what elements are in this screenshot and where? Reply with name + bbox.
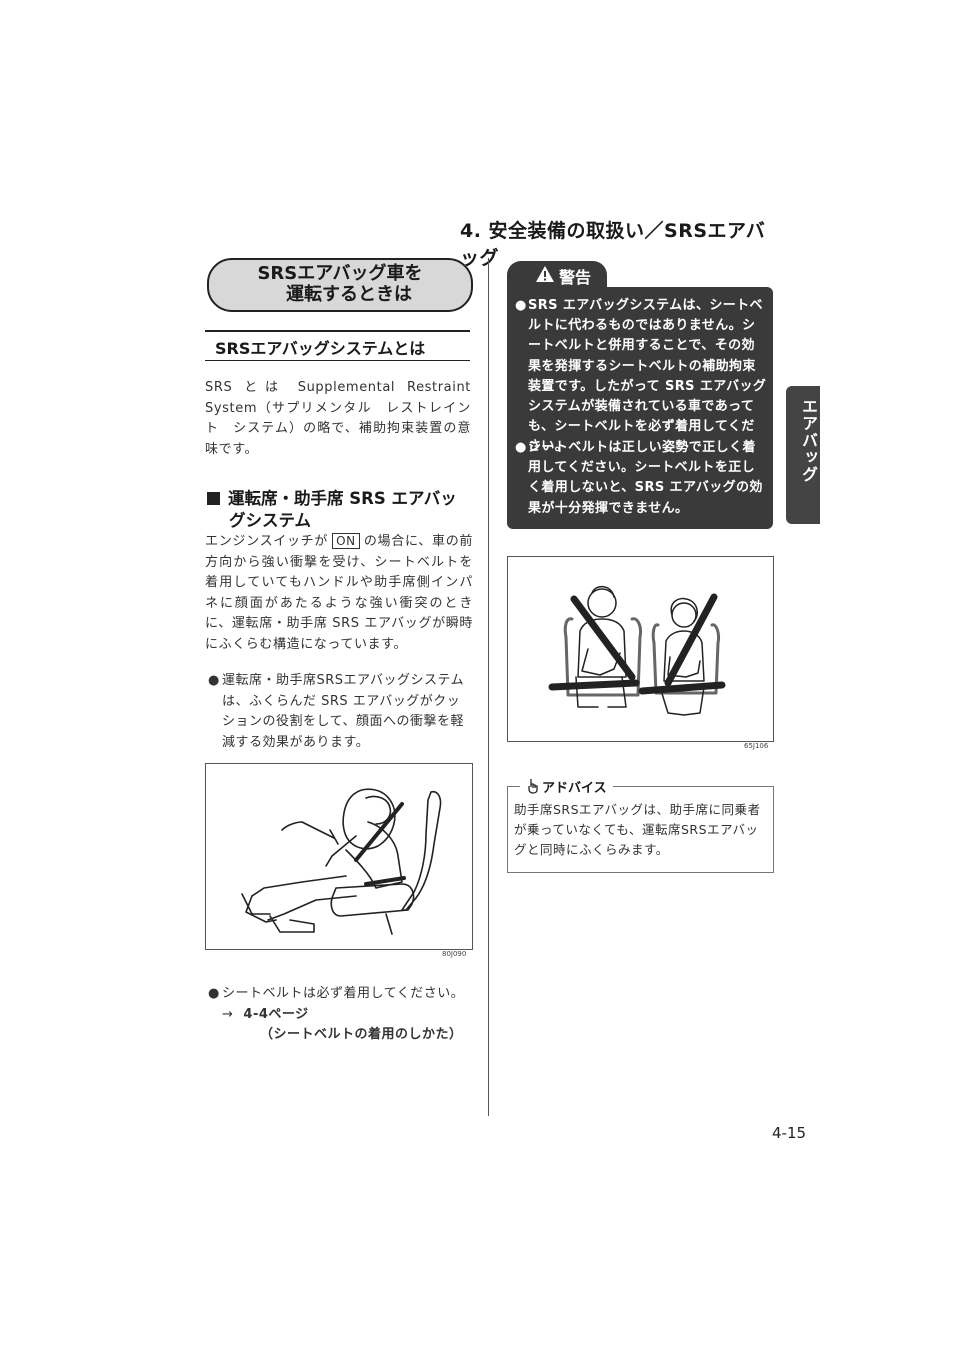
warning-tab: 警告 <box>507 261 607 289</box>
warning-item: ● SRS エアバッグシステムは、シートベルトに代わるものではありません。シート… <box>515 296 767 458</box>
side-tab-label: エアバッグ <box>799 398 818 483</box>
chapter-header: 4. 安全装備の取扱い／SRSエアバッグ <box>460 220 766 269</box>
side-tab: エアバッグ <box>786 386 820 524</box>
page-number: 4-15 <box>772 1124 807 1142</box>
square-bullet-icon <box>207 492 220 505</box>
figure-code: 80J090 <box>442 950 467 958</box>
heading-rule-top <box>205 330 470 332</box>
section-title-line1: SRSエアバッグ車を <box>257 263 423 284</box>
reference-page: 4-4ページ <box>243 1006 309 1022</box>
warning-triangle-icon <box>536 266 554 282</box>
advice-heading: アドバイス <box>520 777 613 796</box>
bullet-dot-icon: ● <box>515 298 527 313</box>
advice-label: アドバイス <box>542 781 607 796</box>
seatbelt-occupants-illustration <box>548 585 726 716</box>
warning-box: ● SRS エアバッグシステムは、シートベルトに代わるものではありません。シート… <box>507 287 773 529</box>
warning-text: シートベルトは正しい姿勢で正しく着用してください。シートベルトを正しく着用しない… <box>528 440 763 516</box>
sub-heading: 運転席・助手席 SRS エアバッ グシステム <box>207 488 475 532</box>
intro-paragraph: SRS とは Supplemental Restraint System（サプリ… <box>205 380 471 457</box>
section-heading: SRSエアバッグシステムとは <box>215 339 426 358</box>
section-title: SRSエアバッグ車を 運転するときは <box>207 258 473 312</box>
figure-code: 65J106 <box>744 742 769 750</box>
advice-box <box>507 786 774 873</box>
arrow-right-icon: → <box>222 1006 234 1022</box>
bullet-text: シートベルトは必ず着用してください。 <box>222 986 465 1001</box>
driver-airbag-illustration <box>241 788 442 935</box>
advice-text: 助手席SRSエアバッグは、助手席に同乗者が乗っていなくても、運転席SRSエアバッ… <box>514 802 761 857</box>
bullet-text: 運転席・助手席SRSエアバッグシステムは、ふくらんだ SRS エアバッグがクッシ… <box>222 673 465 750</box>
bullet-item: ● 運転席・助手席SRSエアバッグシステムは、ふくらんだ SRS エアバッグがク… <box>208 671 473 753</box>
warning-item: ● シートベルトは正しい姿勢で正しく着用してください。シートベルトを正しく着用し… <box>515 438 767 519</box>
warning-text: SRS エアバッグシステムは、シートベルトに代わるものではありません。シートベル… <box>528 298 767 455</box>
sub-heading-line2: グシステム <box>229 511 312 530</box>
bullet-dot-icon: ● <box>208 673 220 688</box>
reference-title: （シートベルトの着用のしかた） <box>260 1027 463 1042</box>
warning-label: 警告 <box>559 268 592 287</box>
bullet-dot-icon: ● <box>515 440 527 455</box>
column-divider <box>488 258 489 1116</box>
heading-rule-bottom <box>205 360 470 361</box>
airbag-paragraph-start: エンジンスイッチが <box>205 534 329 549</box>
figure-airbag-deploy <box>205 763 473 950</box>
bullet-dot-icon: ● <box>208 986 220 1001</box>
figure-seatbelt-occupants <box>507 556 774 742</box>
section-title-line2: 運転するときは <box>286 284 412 305</box>
bullet-item: ● シートベルトは必ず着用してください。 → 4-4ページ （シートベルトの着用の… <box>208 984 478 1046</box>
pointing-hand-icon <box>528 779 538 794</box>
on-key-indicator: ON <box>332 533 360 549</box>
airbag-paragraph-rest: の場合に、車の前方向から強い衝撃を受け、シートベルトを着用していてもハンドルや助… <box>205 534 473 652</box>
page-reference[interactable]: → 4-4ページ <box>208 1005 478 1026</box>
sub-heading-line1: 運転席・助手席 SRS エアバッ <box>228 489 457 508</box>
